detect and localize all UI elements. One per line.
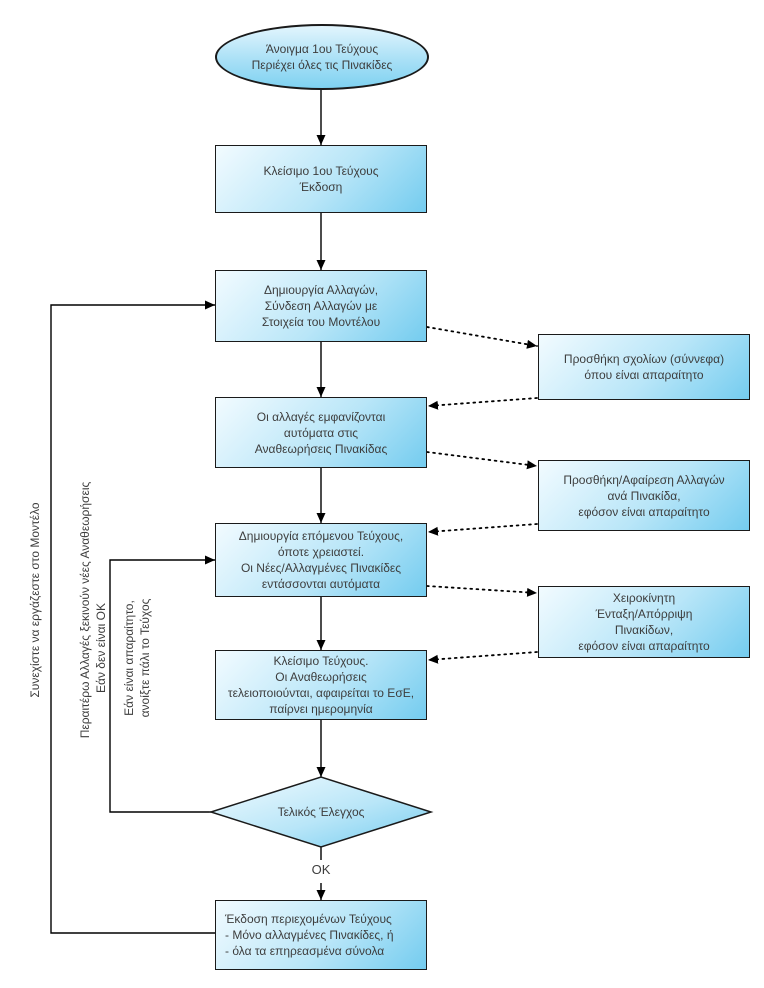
dotted-comments-to-appear [427,397,538,410]
node-add-comments: Προσθήκη σχολίων (σύννεφα) όπου είναι απ… [538,334,750,400]
dotted-appear-to-addremove [426,451,538,470]
node-create-changes: Δημιουργία Αλλαγών, Σύνδεση Αλλαγών με Σ… [215,270,427,342]
loop-outer [50,300,215,934]
node-add-remove-changes: Προσθήκη/Αφαίρεση Αλλαγών ανά Πινακίδα, … [538,460,750,531]
node-create-next-issue: Δημιουργία επόμενου Τεύχους, όποτε χρεια… [215,523,427,597]
inner-loop-label-1: Εάν δεν είναι OK [94,603,108,693]
node-close-issue: Κλείσιμο Τεύχους. Οι Αναθεωρήσεις τελειο… [215,650,427,720]
dotted-next-to-manual [426,585,538,597]
ok-label: OK [311,862,331,877]
loop-inner [109,555,215,813]
decision-label: Τελικός Έλεγχος [277,805,365,819]
node-changes-appear: Οι αλλαγές εμφανίζονται αυτόματα στις Αν… [215,397,427,468]
decision-diamond-shape [208,776,434,848]
outer-loop-label-1: Συνεχίστε να εργάζεστε στο Μοντέλο [28,502,42,698]
node-start: Άνοιγμα 1ου Τεύχους Περιέχει όλες τις Πι… [215,24,429,90]
outer-loop-label-2: Περαιτέρω Αλλαγές ξεκινούν νέες Αναθεωρή… [78,481,92,739]
dotted-changes-to-comments [426,326,538,349]
node-manual-include: Χειροκίνητη Ένταξη/Απόρριψη Πινακίδων, ε… [538,586,750,658]
node-close-first-issue: Κλείσιμο 1ου Τεύχους Έκδοση [215,145,427,213]
dotted-manual-to-close [427,651,538,664]
dotted-addremove-to-next [427,523,538,536]
inner-loop-label-2: Εάν είναι απαραίτητο, ανοίξτε πάλι το Τε… [122,598,152,718]
node-publish: Έκδοση περιεχομένων Τεύχους - Μόνο αλλαγ… [215,900,427,970]
